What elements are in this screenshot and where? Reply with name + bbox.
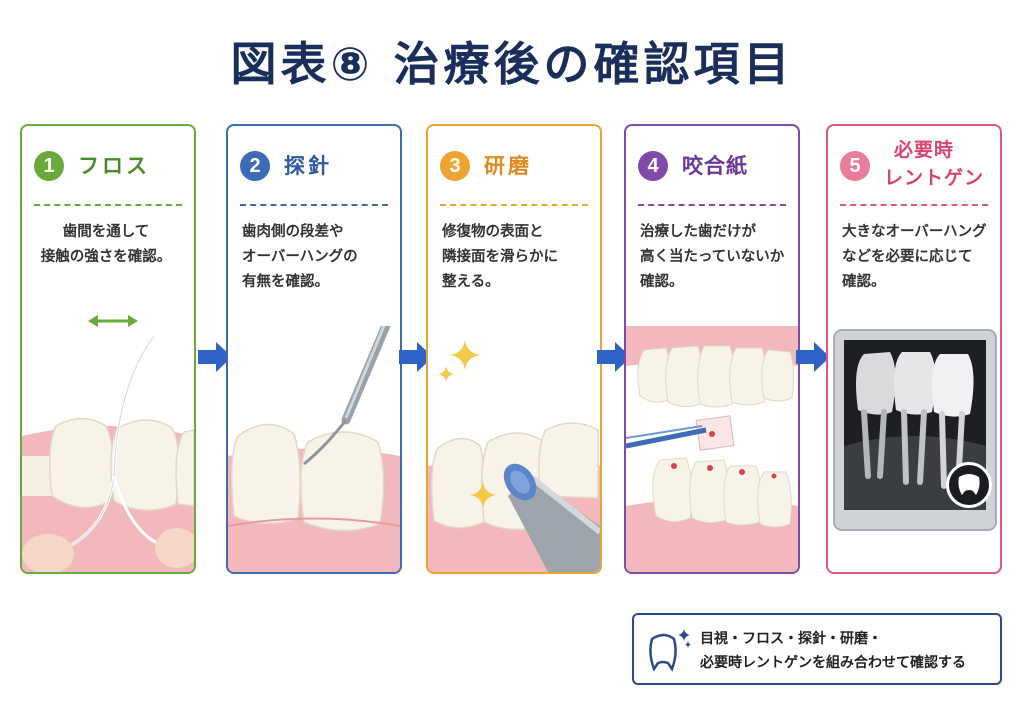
xray-illustration: [833, 329, 997, 531]
card-polishing: 3 研磨 修復物の表面と 隣接面を滑らかに 整える。: [426, 124, 602, 574]
right-arrow-icon: [597, 342, 631, 372]
card-articulating-paper: 4 咬合紙 治療した歯だけが 高く当たっていないか 確認。: [624, 124, 800, 574]
card-description: 治療した歯だけが 高く当たっていないか 確認。: [640, 220, 788, 295]
tooth-icon: [958, 474, 980, 495]
tooth-badge: [946, 462, 992, 508]
desc-line: 有無を確認。: [242, 274, 329, 290]
desc-line: 治療した歯だけが: [640, 224, 756, 240]
card-header: 3 研磨: [428, 126, 600, 204]
explorer-illustration: [228, 326, 400, 572]
card-description: 修復物の表面と 隣接面を滑らかに 整える。: [442, 220, 590, 295]
card-floss: 1 フロス 歯間を通して 接触の強さを確認。: [20, 124, 196, 574]
title-line: レントゲン: [884, 167, 985, 189]
desc-line: 歯肉側の段差や: [242, 224, 344, 240]
card-explorer: 2 探針 歯肉側の段差や オーバーハングの 有無を確認。: [226, 124, 402, 574]
desc-line: 接触の強さを確認。: [40, 249, 172, 265]
card-title: フロス: [78, 154, 150, 178]
sparkle-icon: [470, 482, 496, 508]
tooth-icon: [649, 629, 691, 672]
step-number: 1: [34, 151, 64, 181]
card-title: 研磨: [484, 154, 532, 178]
sparkle-icon: [678, 629, 690, 641]
right-arrow-icon: [198, 342, 232, 372]
step-number: 3: [440, 151, 470, 181]
step-number: 5: [840, 151, 870, 181]
card-header: 5 必要時 レントゲン: [828, 126, 1000, 204]
page-title: 図表⑧ 治療後の確認項目: [230, 37, 794, 91]
desc-line: 隣接面を滑らかに: [442, 249, 558, 265]
divider: [840, 204, 988, 206]
card-header: 1 フロス: [22, 126, 194, 204]
card-header: 4 咬合紙: [626, 126, 798, 204]
desc-line: オーバーハングの: [242, 249, 358, 265]
floss-illustration: [22, 335, 194, 572]
desc-line: 修復物の表面と: [442, 224, 544, 240]
polishing-illustration: [428, 422, 600, 572]
summary-note: 目視・フロス・探針・研磨・ 必要時レントゲンを組み合わせて確認する: [632, 613, 1002, 685]
card-title: 必要時 レントゲン: [884, 136, 984, 192]
card-description: 大きなオーバーハング などを必要に応じて 確認。: [842, 220, 990, 295]
desc-line: 歯間を通して: [62, 224, 150, 240]
desc-line: 高く当たっていないか: [640, 249, 785, 265]
card-description: 歯肉側の段差や オーバーハングの 有無を確認。: [242, 220, 390, 295]
card-header: 2 探針: [228, 126, 400, 204]
step-number: 2: [240, 151, 270, 181]
divider: [638, 204, 786, 206]
right-arrow-icon: [796, 342, 830, 372]
desc-line: 確認。: [640, 274, 684, 290]
note-text: 目視・フロス・探針・研磨・ 必要時レントゲンを組み合わせて確認する: [700, 627, 966, 675]
card-title: 探針: [284, 154, 332, 178]
card-title: 咬合紙: [682, 154, 748, 178]
sparkle-icon: [438, 366, 454, 382]
divider: [240, 204, 388, 206]
right-arrow-icon: [399, 342, 433, 372]
desc-line: などを必要に応じて: [842, 249, 973, 265]
desc-line: 整える。: [442, 274, 500, 290]
card-xray: 5 必要時 レントゲン 大きなオーバーハング などを必要に応じて 確認。: [826, 124, 1002, 574]
card-description: 歯間を通して 接触の強さを確認。: [28, 220, 184, 270]
step-number: 4: [638, 151, 668, 181]
note-line: 目視・フロス・探針・研磨・: [700, 631, 882, 647]
articulating-paper-illustration: [626, 326, 798, 572]
desc-line: 大きなオーバーハング: [842, 224, 987, 240]
note-line: 必要時レントゲンを組み合わせて確認する: [700, 655, 966, 671]
title-line: 必要時: [894, 139, 955, 161]
double-arrow-icon: [88, 315, 138, 327]
desc-line: 確認。: [842, 274, 886, 290]
divider: [440, 204, 588, 206]
divider: [34, 204, 182, 206]
sparkle-icon: [450, 340, 480, 370]
